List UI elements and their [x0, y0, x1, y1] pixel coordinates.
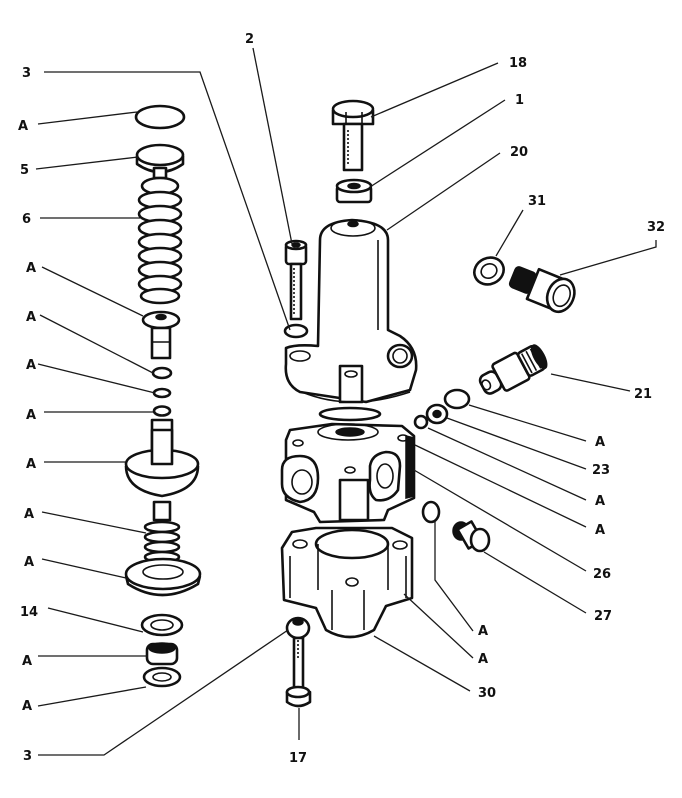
part-21-fitting [478, 344, 548, 395]
leader-a-13 [414, 444, 587, 528]
label-20: 20 [510, 145, 528, 160]
label-a-6: A [26, 457, 36, 472]
part-o-ring-top [134, 104, 186, 130]
part-base-disc [124, 557, 202, 597]
leader-31 [495, 209, 524, 257]
label-32: 32 [647, 220, 665, 235]
part-18-bolt [331, 99, 375, 172]
part-21-o-ring [443, 388, 471, 410]
label-a-7: A [24, 507, 34, 522]
leader-21 [550, 373, 631, 392]
leader-1 [369, 99, 506, 188]
label-a-5: A [26, 408, 36, 423]
label-3-top: 3 [22, 66, 31, 81]
label-31: 31 [528, 194, 546, 209]
label-a-3: A [26, 310, 36, 325]
leader-30 [373, 635, 471, 692]
label-a-10: A [22, 699, 32, 714]
leader-a-3 [39, 314, 154, 374]
label-a-9: A [22, 654, 32, 669]
label-17: 17 [289, 751, 307, 766]
part-20-housing [284, 218, 418, 404]
leader-a-4 [37, 363, 156, 394]
label-5: 5 [20, 163, 29, 178]
label-26: 26 [593, 567, 611, 582]
leader-a-15 [403, 593, 474, 659]
label-a-4: A [26, 358, 36, 373]
leader-a-8 [41, 558, 127, 579]
label-a-8: A [24, 555, 34, 570]
part-32-union [508, 266, 576, 314]
part-valve-seat [145, 642, 179, 666]
part-23-plug [413, 403, 449, 430]
leader-26 [413, 469, 587, 572]
leader-a-7 [41, 511, 147, 534]
part-31-washer [473, 256, 505, 286]
part-2-screw [284, 239, 308, 321]
label-27: 27 [594, 609, 612, 624]
part-o-ring-small-1 [151, 366, 173, 380]
part-piston [124, 418, 200, 498]
label-2: 2 [245, 32, 254, 47]
leader-a-1 [37, 111, 138, 125]
leader-3-top [44, 71, 291, 331]
leader-a-10 [37, 686, 147, 707]
leader-27 [483, 551, 587, 614]
label-21: 21 [634, 387, 652, 402]
label-a-14: A [478, 624, 488, 639]
label-a-15: A [478, 652, 488, 667]
part-14-washer [140, 613, 184, 637]
part-1-nut [335, 178, 373, 204]
leader-23 [446, 417, 587, 470]
label-1: 1 [515, 93, 524, 108]
part-5-cap [135, 143, 185, 180]
label-a-2: A [26, 261, 36, 276]
label-a-1: A [18, 119, 28, 134]
leader-2 [252, 47, 293, 245]
part-6-spring [137, 176, 183, 305]
part-27-plug [452, 520, 491, 553]
label-18: 18 [509, 56, 527, 71]
part-mid-o-ring [318, 406, 382, 422]
label-a-13: A [595, 523, 605, 538]
leader-a-2 [41, 266, 144, 317]
leader-a-12 [427, 427, 587, 501]
part-3-washer [283, 323, 309, 339]
leader-a-11 [468, 404, 587, 442]
leader-18 [370, 62, 499, 118]
leader-32 [559, 240, 657, 276]
part-spring-seat [141, 310, 181, 360]
label-a-11: A [595, 435, 605, 450]
leader-5 [35, 156, 139, 170]
part-bottom-washer [142, 666, 182, 688]
leader-a-14 [434, 521, 474, 632]
part-26-valve-body [280, 422, 416, 524]
label-6: 6 [22, 212, 31, 227]
label-30: 30 [478, 686, 496, 701]
part-17-bolt [285, 616, 312, 708]
part-30-cylinder [280, 526, 414, 639]
label-a-12: A [595, 494, 605, 509]
label-23: 23 [592, 463, 610, 478]
label-3-bottom: 3 [23, 749, 32, 764]
part-o-ring-side [421, 500, 441, 524]
callout-labels: 3 A 5 6 A A A A A A A 14 A A 3 2 18 1 20… [18, 32, 665, 766]
leader-20 [386, 152, 501, 231]
leader-3-bottom [38, 629, 289, 756]
part-o-ring-small-3 [152, 405, 172, 417]
leader-lines [35, 47, 657, 756]
part-small-spring [143, 500, 181, 564]
part-o-ring-small-2 [152, 387, 172, 399]
label-14: 14 [20, 605, 38, 620]
leader-14 [47, 607, 144, 633]
